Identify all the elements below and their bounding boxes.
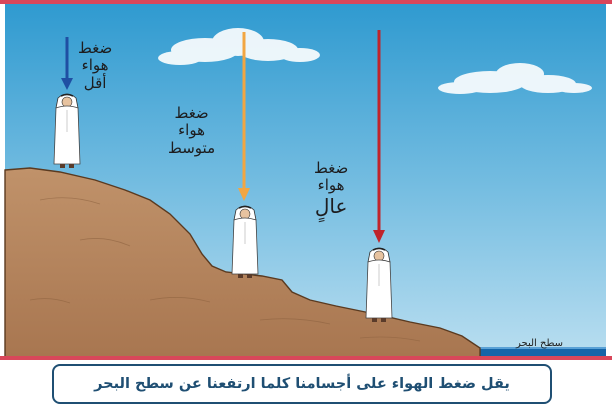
person-icon (53, 93, 81, 168)
label-line: هواء (81, 56, 109, 75)
pressure-label-high: ضغط هواء عالٍ (314, 159, 349, 218)
person-icon (231, 205, 259, 278)
person-icon (365, 247, 393, 322)
sea-water (470, 348, 606, 358)
pressure-label-low: ضغط هواء أقل (78, 39, 113, 92)
label-line: متوسط (168, 138, 216, 157)
pressure-label-medium: ضغط هواء متوسط (168, 104, 216, 157)
label-line: ضغط (174, 104, 209, 122)
label-line: ضغط (314, 159, 349, 177)
label-line: هواء (178, 121, 205, 140)
sea-level-label: سطح البحر (516, 338, 564, 349)
cloud-icon (438, 63, 592, 94)
arrow-down-icon (238, 32, 250, 201)
arrow-down-icon (373, 30, 385, 243)
caption-text: يقل ضغط الهواء على أجسامنا كلما ارتفعنا … (94, 376, 510, 392)
label-line: ضغط (78, 39, 113, 57)
label-line: هواء (317, 176, 345, 195)
label-line: عالٍ (314, 193, 348, 218)
bottom-frame-strip (0, 356, 612, 360)
label-line: أقل (83, 73, 107, 92)
arrow-down-icon (61, 37, 73, 90)
sea-surface (470, 347, 606, 349)
cloud-icon (158, 28, 320, 65)
ground-texture (29, 197, 421, 342)
caption-box: يقل ضغط الهواء على أجسامنا كلما ارتفعنا … (52, 364, 552, 404)
mountain-ground (4, 167, 481, 359)
top-frame-strip (0, 0, 612, 4)
